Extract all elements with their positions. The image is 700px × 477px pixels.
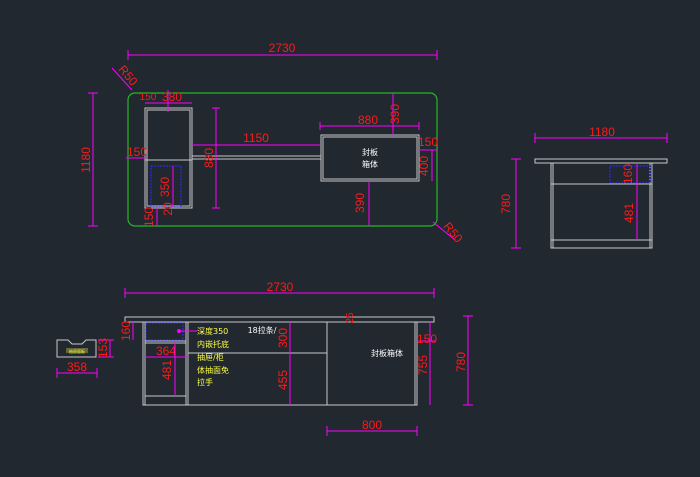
dim-radius: R50 (441, 219, 466, 245)
dim: 364 (156, 344, 176, 358)
dim: 780 (499, 194, 513, 214)
note: 抽屉/柜 (197, 352, 224, 362)
dim: 350 (158, 177, 172, 197)
dim: 1180 (589, 125, 615, 139)
dim: 25 (345, 312, 356, 324)
rail-note: 18拉条/ (248, 325, 277, 335)
right-box (320, 134, 420, 182)
note: 深度350 (197, 326, 228, 336)
dim: 880 (358, 113, 378, 127)
dim: 2730 (267, 280, 294, 294)
front-view: 深度350 内嵌托底 抽屉/柜 体抽面免 拉手 18拉条/ 封板箱体 2730 … (119, 280, 473, 436)
side-view: 1180 780 160 481 (499, 125, 668, 249)
plan-view: 封板 箱体 2730 R50 R50 1180 380 150 1150 880… (79, 41, 466, 246)
dim: 150 (142, 207, 156, 227)
dim: 153 (96, 338, 110, 358)
dim: 800 (362, 418, 382, 432)
note: 拉手 (197, 377, 213, 387)
dim: 455 (276, 370, 290, 390)
dim: 150 (140, 92, 157, 103)
dim: 481 (160, 360, 174, 380)
drawer-label: 抽屉面板 (69, 348, 85, 354)
dim: 300 (276, 328, 290, 348)
dim: 160 (119, 321, 133, 341)
dim: 150 (418, 135, 438, 149)
dim: 150 (127, 145, 147, 159)
tabletop-outline (127, 92, 438, 227)
dim: 358 (67, 360, 87, 374)
box-label: 封板 (362, 147, 378, 157)
dim: 755 (416, 355, 430, 375)
dim-width: 2730 (269, 41, 296, 55)
drawer-detail: 抽屉面板 153 358 (56, 338, 114, 378)
dim: 20 (161, 202, 175, 216)
dim: 481 (622, 203, 636, 223)
dim: 150 (417, 332, 437, 346)
dim: 400 (417, 156, 431, 176)
dim: 880 (202, 148, 216, 168)
dim: 390 (353, 193, 367, 213)
dim: 380 (162, 90, 182, 104)
dim-radius: R50 (116, 62, 141, 88)
dim: 160 (621, 164, 635, 184)
dim-depth: 1180 (79, 147, 93, 173)
box-label: 封板箱体 (371, 348, 403, 358)
dim: 390 (388, 104, 402, 124)
note: 内嵌托底 (197, 339, 229, 349)
dim: 1150 (243, 131, 269, 145)
dim: 780 (454, 352, 468, 372)
box-label: 箱体 (362, 159, 378, 169)
note: 体抽面免 (197, 365, 229, 375)
drawer-hidden (150, 165, 182, 208)
